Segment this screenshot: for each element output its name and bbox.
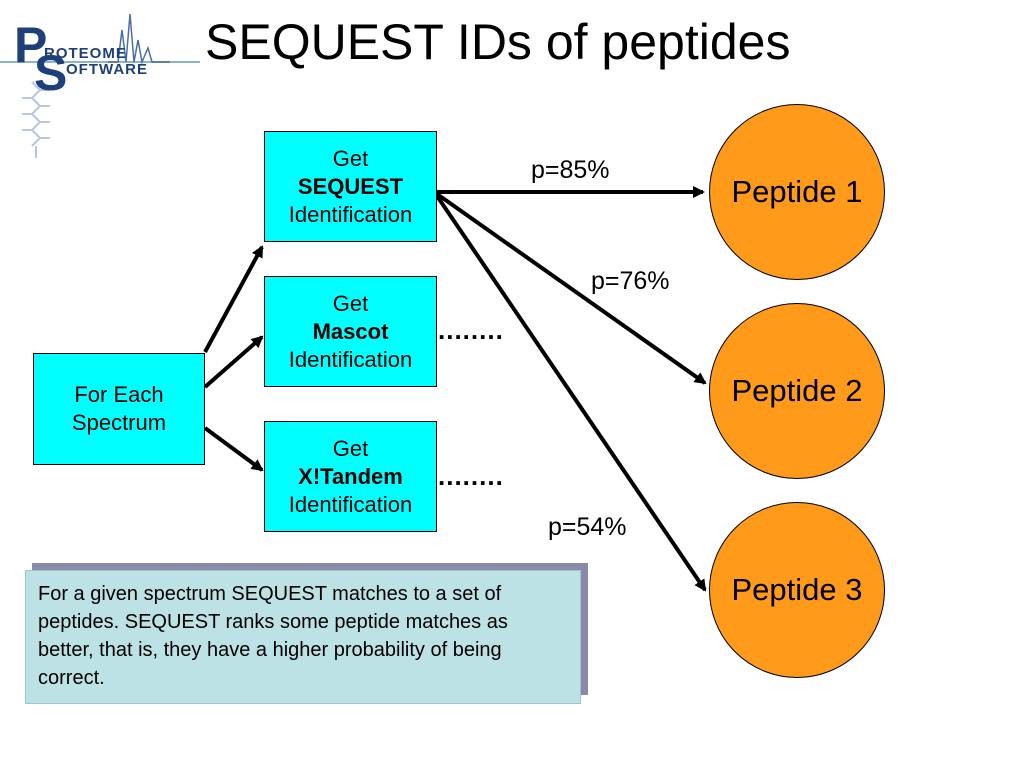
logo-text-proteome: ROTEOME bbox=[44, 45, 127, 62]
engine-name: X!Tandem bbox=[298, 463, 403, 489]
engine-line-1: Get bbox=[332, 435, 369, 461]
probability-label-1: p=85% bbox=[531, 156, 610, 184]
arrow-source-to-sequest bbox=[203, 245, 264, 353]
proteome-software-logo: P ROTEOME S OFTWARE bbox=[0, 0, 200, 170]
logo-text-software: OFTWARE bbox=[66, 61, 148, 78]
peptide-3-circle: Peptide 3 bbox=[709, 502, 885, 678]
get-sequest-box: Get SEQUEST Identification bbox=[264, 131, 437, 242]
source-line-1: For Each bbox=[74, 382, 164, 407]
explanation-note: For a given spectrum SEQUEST matches to … bbox=[25, 570, 581, 704]
engine-name: Mascot bbox=[312, 318, 389, 344]
engine-line-3: Identification bbox=[288, 491, 413, 517]
peptide-label: Peptide 1 bbox=[731, 174, 863, 209]
xtandem-continuation-dots: ........ bbox=[438, 461, 504, 491]
source-line-2: Spectrum bbox=[71, 410, 167, 435]
get-xtandem-box: Get X!Tandem Identification bbox=[264, 421, 437, 532]
slide-title: SEQUEST IDs of peptides bbox=[205, 14, 791, 70]
engine-line-3: Identification bbox=[288, 346, 413, 372]
for-each-spectrum-box: For Each Spectrum bbox=[33, 353, 205, 465]
logo-letter-s: S bbox=[34, 45, 68, 101]
mascot-continuation-dots: ........ bbox=[438, 315, 504, 345]
engine-line-1: Get bbox=[332, 290, 369, 316]
peptide-label: Peptide 3 bbox=[731, 572, 863, 607]
engine-line-3: Identification bbox=[288, 201, 413, 227]
get-mascot-box: Get Mascot Identification bbox=[264, 276, 437, 387]
arrow-source-to-xtandem bbox=[203, 426, 264, 472]
logo-letter-p: P bbox=[14, 17, 48, 73]
arrow-sequest-to-peptide-3 bbox=[435, 194, 707, 592]
peptide-1-circle: Peptide 1 bbox=[709, 104, 885, 280]
logo-graphic bbox=[0, 13, 200, 158]
arrow-sequest-to-peptide-2 bbox=[435, 192, 707, 385]
engine-name: SEQUEST bbox=[297, 173, 404, 199]
probability-label-2: p=76% bbox=[591, 267, 670, 295]
engine-line-1: Get bbox=[332, 145, 369, 171]
peptide-label: Peptide 2 bbox=[731, 373, 863, 408]
probability-label-3: p=54% bbox=[548, 513, 627, 541]
arrow-source-to-mascot bbox=[203, 335, 264, 389]
peptide-2-circle: Peptide 2 bbox=[709, 303, 885, 479]
